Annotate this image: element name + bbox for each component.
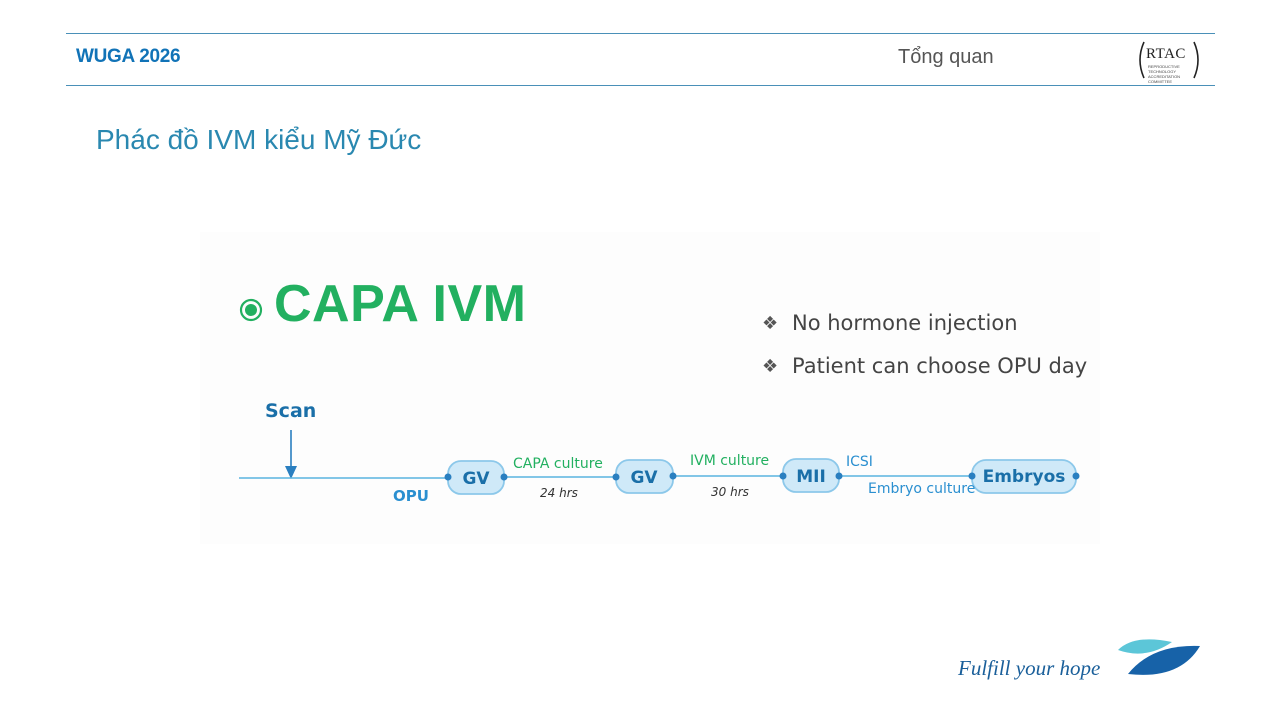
slide-title: Phác đồ IVM kiểu Mỹ Đức xyxy=(96,124,422,155)
diamond-bullet-icon: ❖ xyxy=(762,312,779,334)
bullet-item: ❖ Patient can choose OPU day xyxy=(762,351,1087,381)
stage-label-gv-2: GV xyxy=(630,468,658,488)
bullet-text: No hormone injection xyxy=(792,311,1018,335)
stage-node-gv-2: GV xyxy=(612,459,677,494)
scan-arrow xyxy=(285,430,297,479)
stage-label-gv-1: GV xyxy=(462,469,490,489)
leaf-logo-icon xyxy=(1118,639,1200,675)
rtac-logo-subtitle: REPRODUCTIVE TECHNOLOGY ACCREDITATION CO… xyxy=(1148,64,1181,84)
stage-node-mii: MII xyxy=(779,458,843,493)
rtac-logo xyxy=(1139,41,1199,79)
link-label-capa: CAPA culture xyxy=(513,456,603,472)
stage-node-embryos: Embryos xyxy=(968,459,1080,494)
link-duration-ivm: 30 hrs xyxy=(711,485,749,499)
bullet-list: ❖ No hormone injection ❖ Patient can cho… xyxy=(762,308,1087,394)
bullet-item: ❖ No hormone injection xyxy=(762,308,1087,338)
stage-label-mii: MII xyxy=(796,467,826,487)
footer-tagline: Fulfill your hope xyxy=(958,656,1101,680)
stage-label-embryos: Embryos xyxy=(983,467,1066,487)
rtac-logo-name: RTAC xyxy=(1146,46,1186,62)
bullet-text: Patient can choose OPU day xyxy=(792,354,1088,378)
link-label-ivm: IVM culture xyxy=(690,453,770,469)
link-label-icsi: ICSI xyxy=(846,454,873,470)
scan-label: Scan xyxy=(265,400,317,422)
target-bullet-icon xyxy=(239,298,263,322)
diamond-bullet-icon: ❖ xyxy=(762,355,779,377)
link-sublabel-embryo-culture: Embryo culture xyxy=(868,481,976,497)
stage-node-gv-1: GV xyxy=(444,460,508,495)
opu-label: OPU xyxy=(393,487,429,505)
section-label: Tổng quan xyxy=(898,46,994,68)
brand-title: WUGA 2026 xyxy=(76,46,181,67)
protocol-heading: CAPA IVM xyxy=(274,275,527,333)
link-duration-capa: 24 hrs xyxy=(540,486,578,500)
header-top-rule xyxy=(66,33,1215,34)
header-bottom-rule xyxy=(66,85,1215,86)
